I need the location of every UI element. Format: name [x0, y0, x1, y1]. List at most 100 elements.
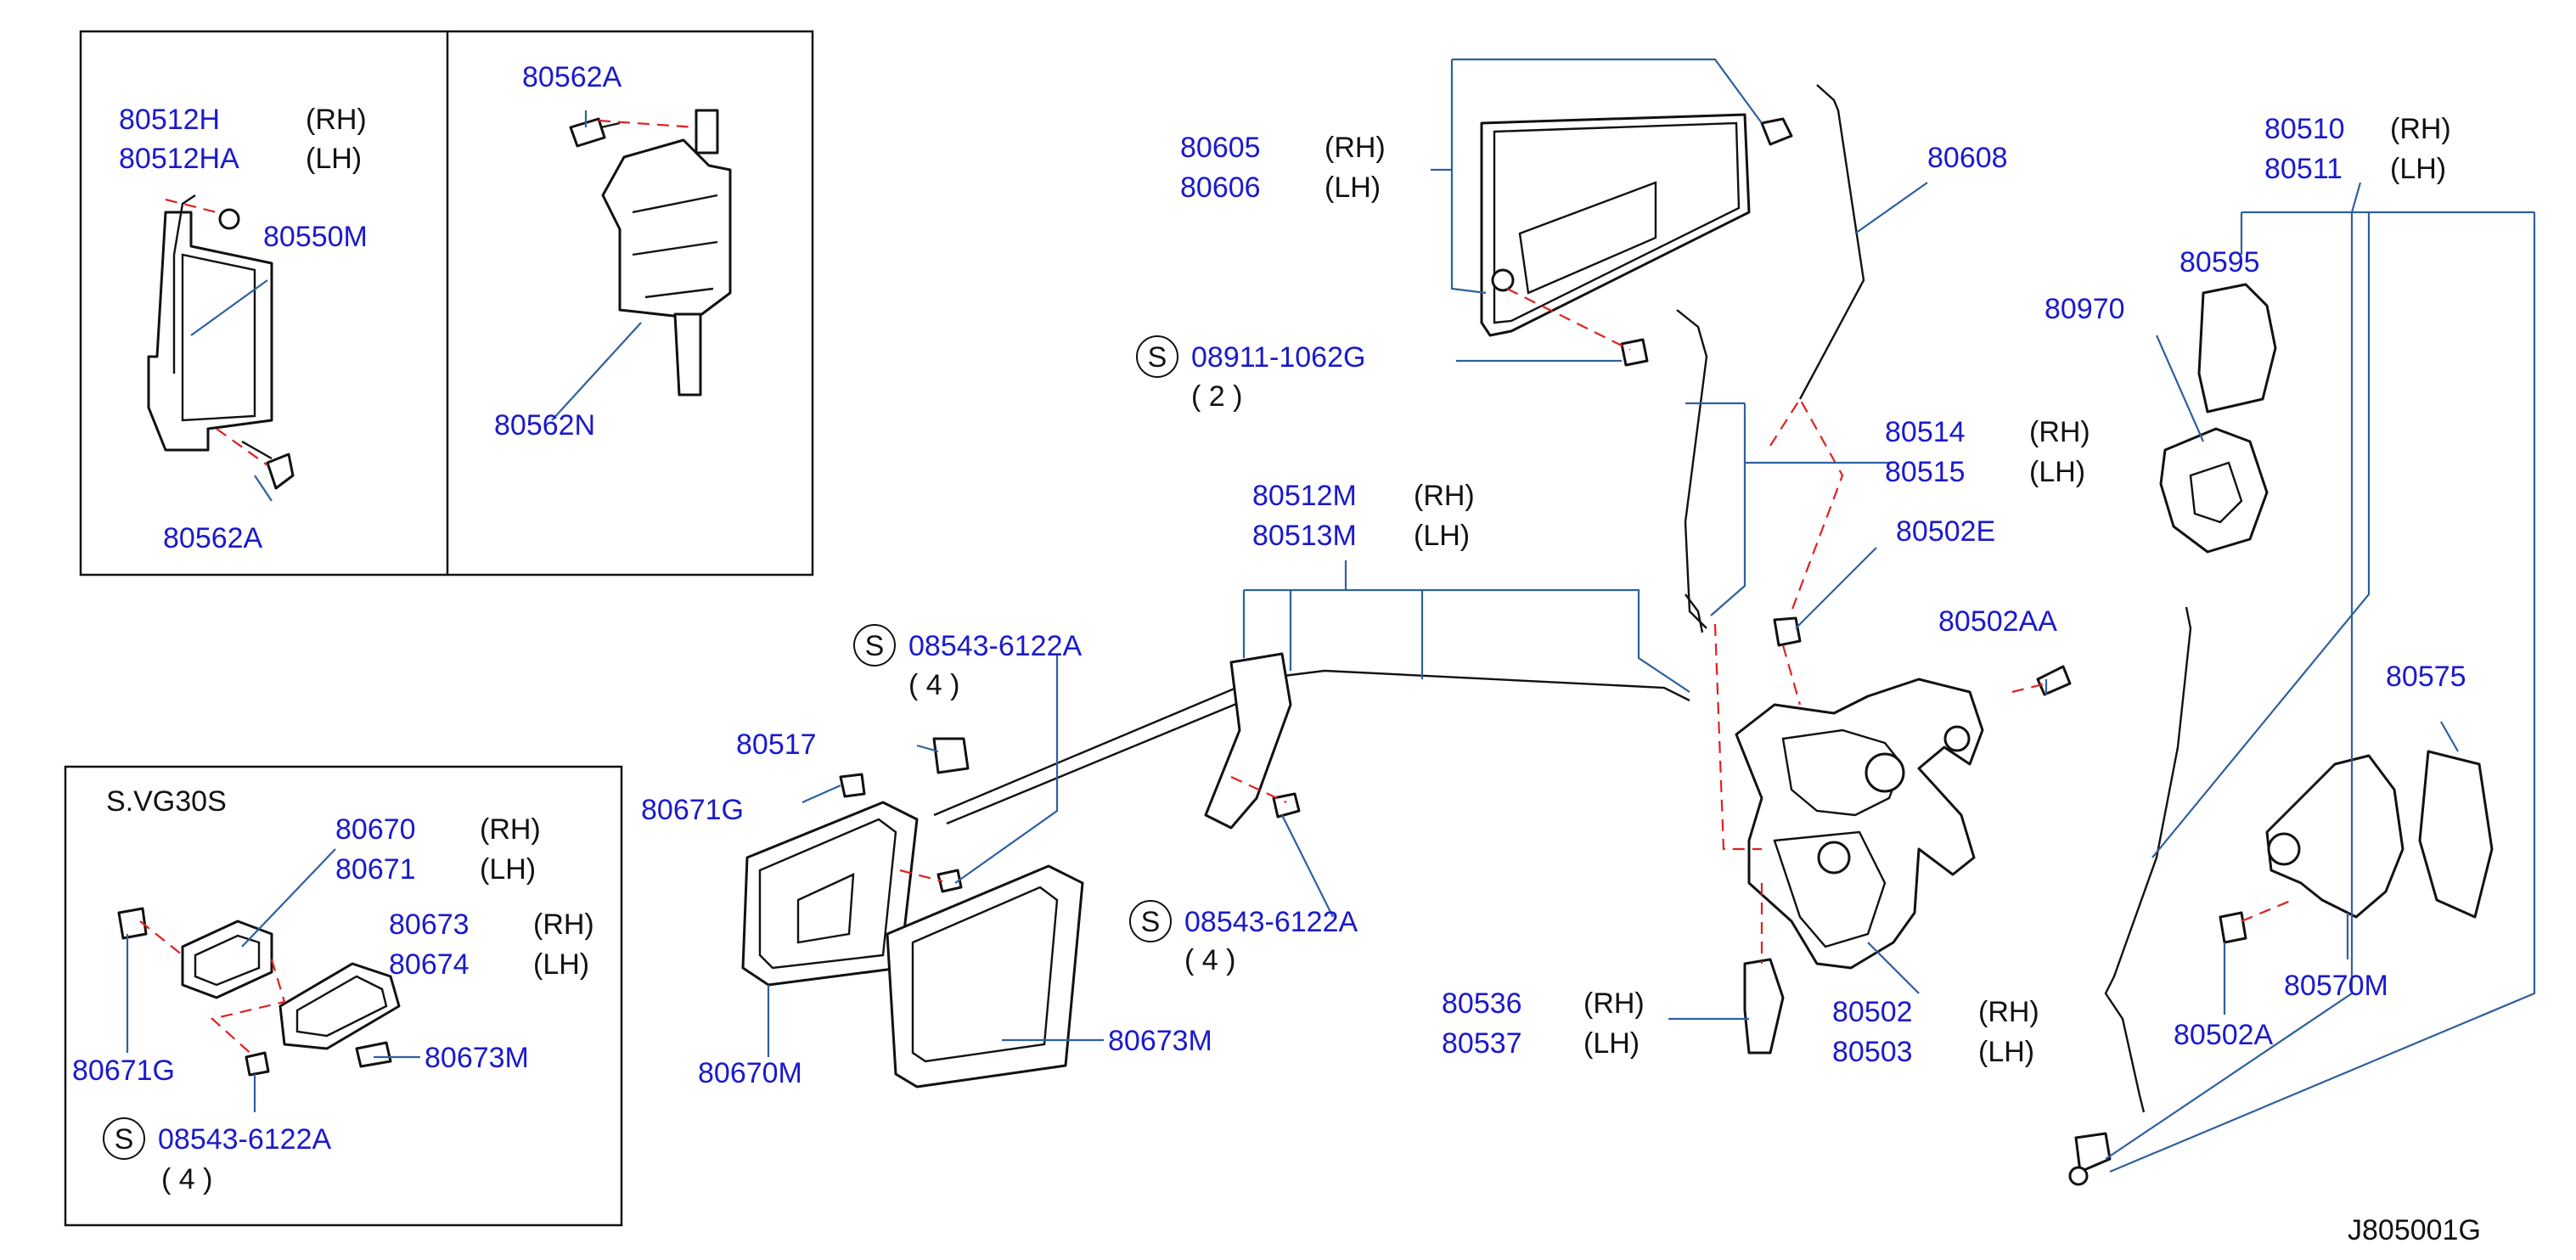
screw-80562a-left-drawing [241, 440, 295, 490]
side-rh-80673: (RH) [533, 908, 594, 941]
side-lh-80537: (LH) [1583, 1027, 1640, 1060]
side-rh-80536: (RH) [1583, 987, 1645, 1020]
label-80608[interactable]: 80608 [1927, 142, 2008, 174]
label-08543-6122a-a[interactable]: 08543-6122A [908, 630, 1083, 662]
side-rh-80514: (RH) [2029, 416, 2090, 448]
side-lh-80606: (LH) [1325, 172, 1381, 204]
side-lh-80503: (LH) [1978, 1036, 2034, 1068]
side-rh-80510: (RH) [2390, 113, 2451, 145]
label-80671[interactable]: 80671 [335, 853, 416, 886]
std-s-08911: S [1148, 341, 1167, 374]
label-80670[interactable]: 80670 [335, 813, 416, 846]
label-80537[interactable]: 80537 [1442, 1027, 1522, 1060]
label-80511[interactable]: 80511 [2264, 153, 2343, 185]
bolt-08543-inset-drawing [245, 1051, 270, 1077]
screw-80502a-drawing [2219, 911, 2247, 944]
label-80515[interactable]: 80515 [1885, 456, 1966, 488]
qty-08911: ( 2 ) [1191, 380, 1242, 413]
escutcheon-80673m-drawing [886, 864, 1084, 1088]
label-80512m[interactable]: 80512M [1252, 480, 1357, 512]
side-lh-80515: (LH) [2029, 456, 2085, 488]
label-80510[interactable]: 80510 [2264, 113, 2345, 145]
label-80536[interactable]: 80536 [1442, 987, 1522, 1020]
nut-08911-drawing [1620, 338, 1649, 367]
std-s-08543-b: S [1141, 906, 1161, 938]
label-80671g-inset[interactable]: 80671G [72, 1055, 175, 1087]
side-rh-80502: (RH) [1978, 996, 2039, 1028]
screw-80562a-right-drawing [569, 117, 621, 148]
std-circle-08543-b [1129, 900, 1172, 942]
std-part-symbols: S S S S [103, 335, 1178, 1160]
label-80970[interactable]: 80970 [2044, 293, 2125, 325]
label-80575[interactable]: 80575 [2386, 661, 2466, 693]
side-lh-80511: (LH) [2390, 153, 2446, 185]
label-80550m[interactable]: 80550M [263, 221, 368, 253]
label-08543-6122a-c[interactable]: 08543-6122A [158, 1123, 332, 1156]
label-80512h[interactable]: 80512H [119, 104, 220, 136]
label-80512ha[interactable]: 80512HA [119, 143, 239, 175]
side-rh-80605: (RH) [1325, 132, 1386, 164]
side-rh-80670: (RH) [480, 813, 541, 846]
std-circle-08543-c [103, 1117, 145, 1160]
qty-08543-c: ( 4 ) [161, 1163, 212, 1195]
label-80605[interactable]: 80605 [1180, 132, 1261, 164]
rod-80608-drawing [1676, 84, 1865, 629]
label-80671g[interactable]: 80671G [641, 794, 744, 826]
std-s-08543-c: S [115, 1123, 134, 1156]
pad-80575-drawing [2418, 750, 2494, 919]
side-lh-80512ha: (LH) [306, 143, 362, 175]
side-lh-80671: (LH) [480, 853, 536, 886]
label-80673m[interactable]: 80673M [1108, 1025, 1212, 1057]
std-circle-08543-a [853, 624, 896, 667]
side-lh-80513m: (LH) [1414, 520, 1470, 552]
label-80502[interactable]: 80502 [1832, 996, 1913, 1028]
label-80670m[interactable]: 80670M [698, 1057, 802, 1089]
side-rh-80512h: (RH) [306, 104, 367, 136]
label-80502aa[interactable]: 80502AA [1938, 605, 2057, 638]
inside-handle-80670-drawing [181, 920, 273, 999]
label-80606[interactable]: 80606 [1180, 172, 1261, 204]
label-80673m-inset[interactable]: 80673M [425, 1042, 529, 1074]
label-80503[interactable]: 80503 [1832, 1036, 1913, 1068]
outside-handle-80605-drawing [1480, 113, 1751, 337]
bellcrank-80570m-drawing [2265, 754, 2404, 919]
label-80514[interactable]: 80514 [1885, 416, 1966, 448]
label-80673[interactable]: 80673 [389, 908, 470, 941]
side-rh-80512m: (RH) [1414, 480, 1475, 512]
clip-80671g-inset-drawing [117, 907, 148, 940]
bolt-08543-center-drawing [1272, 792, 1301, 818]
label-80502a[interactable]: 80502A [2174, 1019, 2274, 1051]
part-labels: 80512H (RH) 80512HA (LH) 80550M 80562A 8… [72, 61, 2481, 1246]
inside-handle-rod-80512m-drawing [933, 652, 1690, 830]
knob-80970-drawing [2159, 427, 2269, 554]
clip-80502e-drawing [1773, 616, 1802, 647]
label-08911-1062g[interactable]: 08911-1062G [1191, 341, 1365, 374]
side-lh-80674: (LH) [533, 948, 589, 981]
std-circle-08911 [1136, 335, 1178, 378]
label-80595[interactable]: 80595 [2179, 246, 2260, 278]
label-80502e[interactable]: 80502E [1896, 515, 1995, 548]
inset-variant-label: S.VG30S [106, 785, 227, 818]
qty-08543-b: ( 4 ) [1184, 944, 1235, 976]
clip-80517-drawing [932, 737, 970, 774]
clip-80671g-drawing [839, 773, 866, 798]
escutcheon-80673-drawing [278, 962, 401, 1050]
screw-80502aa-drawing [2036, 665, 2072, 696]
actuator-80562n-drawing [601, 109, 732, 397]
cover-80595-drawing [2197, 283, 2277, 413]
label-80674[interactable]: 80674 [389, 948, 470, 981]
diagram-code: J805001G [2348, 1214, 2481, 1246]
label-80513m[interactable]: 80513M [1252, 520, 1357, 552]
leader-lines [126, 58, 2536, 1173]
label-80562n[interactable]: 80562N [494, 409, 595, 442]
label-80562a-left[interactable]: 80562A [163, 522, 263, 554]
rod-80510-drawing [2104, 606, 2192, 1113]
qty-08543-a: ( 4 ) [908, 669, 959, 701]
label-80562a-right[interactable]: 80562A [522, 61, 622, 93]
label-08543-6122a-b[interactable]: 08543-6122A [1184, 906, 1358, 938]
actuator-80550m-drawing [147, 194, 273, 452]
assembly-dashed-lines [139, 119, 2293, 1058]
label-80517[interactable]: 80517 [736, 728, 817, 761]
label-80570m[interactable]: 80570M [2284, 970, 2388, 1002]
inset-box-svg30s [64, 765, 623, 1227]
